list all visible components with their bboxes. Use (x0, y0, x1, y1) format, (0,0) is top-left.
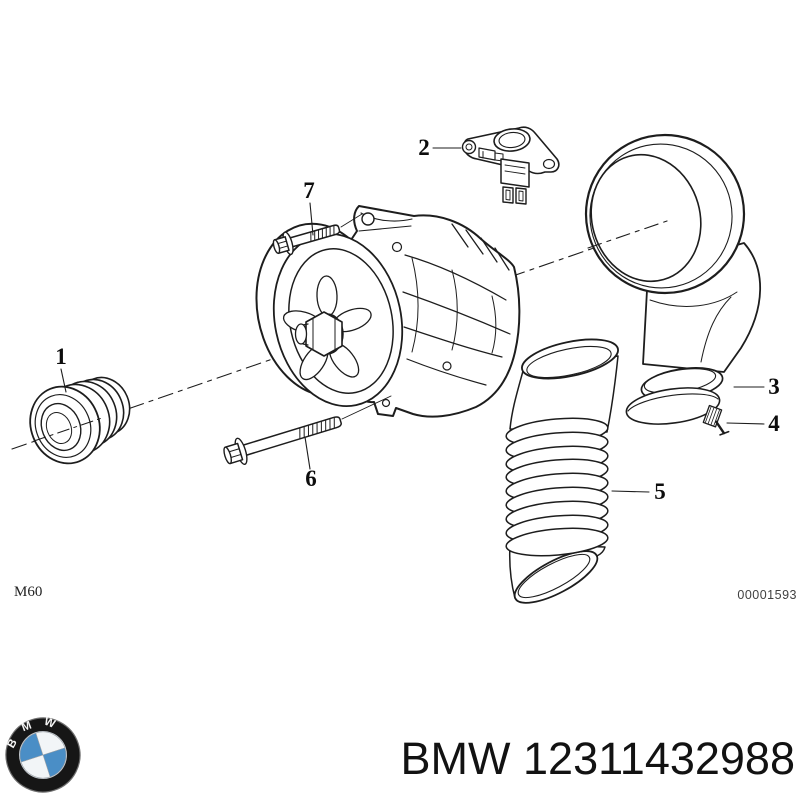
boot-ring-outer (584, 133, 746, 295)
bracket-hole (361, 212, 375, 226)
leader-line (726, 422, 765, 425)
clamp-band (625, 387, 721, 425)
callout-5: 5 (611, 479, 666, 504)
boot-ring-rim (589, 143, 733, 289)
callout-7: 7 (303, 178, 315, 236)
hose-inlet-inner-rim (526, 345, 612, 379)
callout-label: 7 (303, 178, 315, 203)
boot-crease (700, 296, 732, 363)
callout-6: 6 (304, 436, 317, 491)
brand-text: BMW (400, 733, 511, 784)
pulley-hub (45, 411, 73, 445)
roundel-quadrant-bl (20, 754, 51, 779)
part-1-pulley (29, 376, 131, 465)
regulator-ear-hole (461, 139, 477, 155)
clamp-screw-housing (702, 404, 730, 436)
connector-body (500, 158, 530, 188)
housing-rib (404, 254, 507, 301)
roundel-quadrant-tl (19, 732, 44, 763)
part-2-voltage-regulator (461, 126, 560, 205)
clamp-band-inner-edge (627, 393, 719, 412)
regulator-hole (542, 158, 556, 170)
cooling-fins (451, 223, 510, 271)
housing-rib (406, 358, 487, 386)
pulley-bore (40, 402, 82, 452)
screw-shaft (715, 420, 726, 435)
bolt-projection-line (341, 395, 392, 420)
callout-label: 4 (768, 411, 780, 436)
bolt-threads (299, 417, 335, 440)
callout-label: 2 (418, 135, 430, 160)
leader-line (309, 202, 314, 236)
callout-label: 6 (305, 466, 317, 491)
part-7-bolt (272, 213, 363, 256)
hose-outlet-inner-rim (517, 553, 591, 599)
callout-2: 2 (418, 135, 462, 160)
hose-inlet-rim (521, 338, 619, 380)
hose-outlet-rim (513, 550, 599, 604)
part-6-bolt (223, 395, 392, 465)
connector-lines (504, 164, 526, 175)
hex-nut (305, 311, 343, 357)
part-number-text: 12311432988 (523, 733, 795, 784)
callouts: 1 2 3 4 5 6 7 (55, 135, 780, 504)
leader-line (60, 368, 67, 393)
pulley-lip (34, 394, 92, 458)
screw-housing-hatch (705, 406, 720, 426)
part-3-intake-boot (584, 133, 761, 401)
connector-prong (502, 186, 514, 204)
hex-nut-facets (312, 317, 336, 351)
bolt-projection-line (340, 213, 363, 228)
engine-code-label: M60 (14, 584, 42, 600)
bolt-head-end (223, 446, 233, 465)
leader-line (304, 436, 311, 470)
housing-rib (402, 291, 511, 335)
boot-crease (649, 291, 738, 307)
bolt-shaft (241, 416, 342, 457)
boot-ring-opening (590, 153, 702, 283)
bolt-threads (310, 224, 335, 242)
housing-rib-vertical (411, 257, 497, 354)
callout-1: 1 (55, 344, 67, 393)
leader-line (611, 490, 650, 493)
bmw-roundel-svg: BMW (4, 714, 81, 793)
screw-head (719, 430, 730, 436)
connector-prong-slot (518, 190, 524, 202)
parts-diagram-svg: 1 2 3 4 5 6 7 (11, 126, 797, 604)
part-4-hose-clamp (625, 387, 730, 436)
callout-label: 3 (768, 374, 780, 399)
bellows-ridge (505, 527, 609, 557)
connector-prong (515, 187, 527, 205)
housing-hole (381, 398, 391, 408)
part-number-line: BMW 12311432988 (401, 736, 795, 781)
image-number-label: 00001593 (737, 588, 797, 602)
bmw-logo: BMW (4, 714, 82, 794)
regulator-ear-hole-inner (465, 143, 473, 151)
part-5-bellows-hose (505, 338, 619, 604)
connector-prong-slot (505, 189, 511, 201)
axis-overlay-ring (587, 220, 668, 249)
shaft-end (294, 323, 308, 345)
axis-overlay-pulley (33, 417, 103, 442)
bolt-head-end (272, 239, 281, 255)
bracket-edge (358, 225, 412, 232)
roundel-quadrant-br (42, 747, 67, 778)
part-alternator (255, 205, 521, 418)
housing-rib (403, 326, 503, 358)
brush-step (494, 152, 504, 162)
callout-4: 4 (726, 411, 780, 436)
callout-label: 1 (55, 344, 67, 369)
callout-3: 3 (733, 374, 780, 399)
housing-hole (391, 241, 403, 253)
housing-hole (442, 361, 452, 371)
roundel-quadrant-tr (35, 731, 66, 756)
regulator-dome-inner (498, 131, 526, 149)
callout-label: 5 (654, 479, 666, 504)
